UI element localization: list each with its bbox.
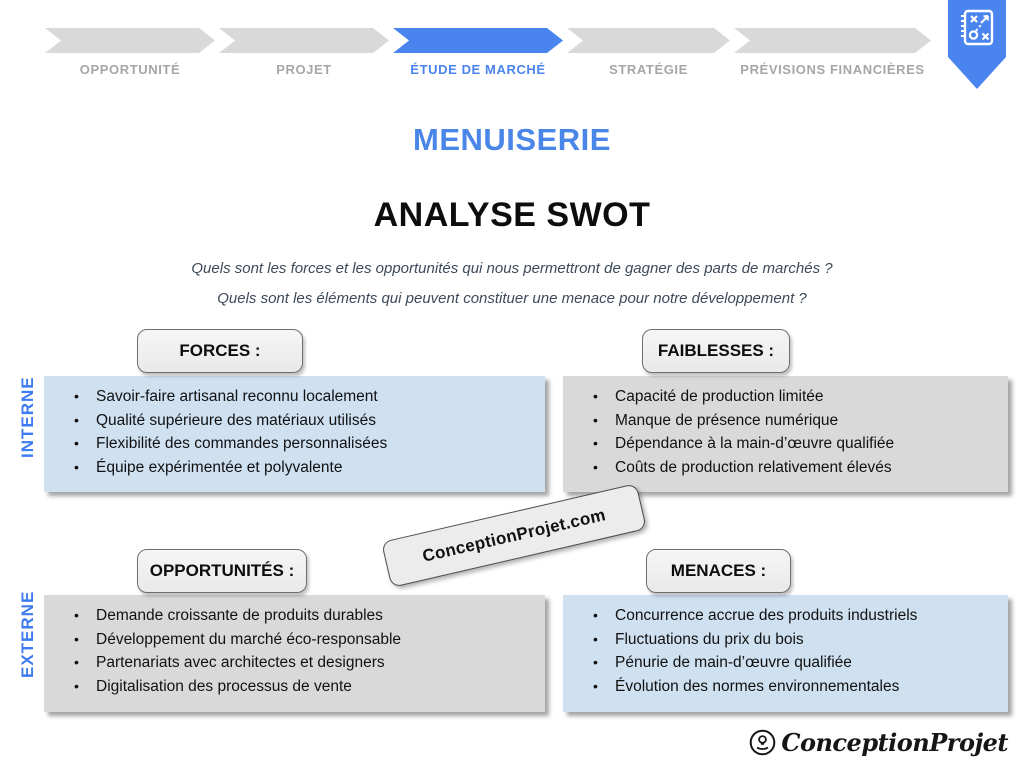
list-item-text: Développement du marché éco-responsable	[96, 630, 402, 648]
bullet-icon: •	[74, 654, 79, 670]
list-item-text: Flexibilité des commandes personnalisées	[96, 435, 388, 452]
bullet-icon: •	[74, 677, 79, 694]
bullet-icon: •	[593, 654, 598, 670]
step-opportunite[interactable]: OPPORTUNITÉ	[45, 28, 215, 77]
list-item: • Savoir-faire artisanal reconnu localeme…	[74, 385, 535, 409]
chevron-arrow	[219, 28, 389, 53]
list-item: • Dépendance à la main-d’œuvre qualifiée	[593, 432, 998, 456]
bullet-icon: •	[74, 458, 79, 475]
forces-list: • Savoir-faire artisanal reconnu localeme…	[74, 385, 535, 479]
list-item-text: Manque de présence numérique	[615, 411, 839, 429]
step-strategie[interactable]: STRATÉGIE	[567, 28, 730, 77]
page-title: ANALYSE SWOT	[373, 196, 651, 234]
bullet-icon: •	[74, 630, 79, 647]
axis-label-interne: INTERNE	[18, 376, 37, 458]
faiblesses-title-box: FAIBLESSES :	[642, 329, 790, 373]
list-item: • Flexibilité des commandes personnalisée…	[74, 432, 535, 456]
chevron-arrow	[393, 28, 563, 53]
list-item: • Pénurie de main-d’œuvre qualifiée	[593, 651, 998, 675]
strategy-plan-icon	[961, 9, 994, 46]
chevron-arrow	[45, 28, 215, 53]
bullet-icon: •	[593, 607, 598, 623]
watermark-banner: ConceptionProjet.com	[381, 483, 647, 588]
menaces-panel: • Concurrence accrue des produits industr…	[563, 595, 1008, 712]
list-item: • Fluctuations du prix du bois	[593, 628, 998, 652]
bullet-icon: •	[593, 677, 598, 694]
axis-label-externe: EXTERNE	[18, 590, 37, 678]
menaces-title-box: MENACES :	[646, 549, 791, 593]
bullet-icon: •	[593, 435, 598, 451]
list-item: • Manque de présence numérique	[593, 409, 998, 433]
list-item-text: Partenariats avec architectes et designe…	[96, 654, 385, 671]
step-projet[interactable]: PROJET	[219, 28, 389, 77]
list-item-text: Qualité supérieure des matériaux utilisé…	[96, 411, 376, 429]
bullet-icon: •	[593, 458, 598, 475]
opportunites-list: • Demande croissante de produits durables…	[74, 604, 535, 698]
menaces-list: • Concurrence accrue des produits industr…	[593, 604, 998, 698]
lightbulb-hand-icon	[750, 729, 776, 756]
forces-title-box: FORCES :	[137, 329, 303, 373]
list-item: • Développement du marché éco-responsable	[74, 628, 535, 652]
list-item-text: Dépendance à la main-d’œuvre qualifiée	[615, 435, 895, 452]
list-item-text: Pénurie de main-d’œuvre qualifiée	[615, 654, 852, 671]
bullet-icon: •	[74, 607, 79, 623]
list-item: • Digitalisation des processus de vente	[74, 675, 535, 699]
step-label: ÉTUDE DE MARCHÉ	[410, 62, 546, 77]
list-item-text: Digitalisation des processus de vente	[96, 677, 352, 695]
question-line-2: Quels sont les éléments qui peuvent cons…	[217, 290, 807, 307]
step-label: PROJET	[276, 62, 332, 77]
step-label: PRÉVISIONS FINANCIÈRES	[740, 62, 925, 77]
list-item: • Qualité supérieure des matériaux utilis…	[74, 409, 535, 433]
step-previsions-financieres[interactable]: PRÉVISIONS FINANCIÈRES	[734, 28, 931, 77]
opportunites-title-box: OPPORTUNITÉS :	[137, 549, 307, 593]
forces-panel: • Savoir-faire artisanal reconnu localeme…	[44, 376, 545, 492]
bullet-icon: •	[74, 411, 79, 428]
list-item: • Coûts de production relativement élevés	[593, 456, 998, 480]
step-label: OPPORTUNITÉ	[79, 62, 181, 77]
list-item-text: Demande croissante de produits durables	[96, 607, 383, 624]
bullet-icon: •	[593, 411, 598, 428]
list-item-text: Équipe expérimentée et polyvalente	[96, 458, 343, 476]
list-item: • Partenariats avec architectes et design…	[74, 651, 535, 675]
faiblesses-list: • Capacité de production limitée • Manque …	[593, 385, 998, 479]
sector-title: MENUISERIE	[413, 122, 611, 157]
list-item-text: Fluctuations du prix du bois	[615, 630, 804, 648]
process-bar: OPPORTUNITÉ PROJET ÉTUDE DE MARCHÉ STRAT…	[45, 28, 931, 77]
list-item-text: Coûts de production relativement élevés	[615, 458, 892, 476]
question-line-1: Quels sont les forces et les opportunité…	[191, 260, 833, 277]
opportunites-panel: • Demande croissante de produits durables…	[44, 595, 545, 712]
list-item-text: Capacité de production limitée	[615, 388, 824, 405]
list-item-text: Concurrence accrue des produits industri…	[615, 607, 918, 624]
bullet-icon: •	[74, 435, 79, 451]
ribbon-badge	[948, 0, 1006, 89]
list-item: • Demande croissante de produits durables	[74, 604, 535, 628]
list-item-text: Évolution des normes environnementales	[615, 677, 900, 695]
list-item: • Capacité de production limitée	[593, 385, 998, 409]
list-item: • Évolution des normes environnementales	[593, 675, 998, 699]
list-item: • Concurrence accrue des produits industr…	[593, 604, 998, 628]
list-item: • Équipe expérimentée et polyvalente	[74, 456, 535, 480]
step-label: STRATÉGIE	[609, 62, 688, 77]
chevron-arrow	[567, 28, 730, 53]
bullet-icon: •	[593, 630, 598, 647]
list-item-text: Savoir-faire artisanal reconnu localemen…	[96, 388, 378, 405]
bullet-icon: •	[74, 388, 79, 404]
footer-logo-text: ConceptionProjet	[781, 728, 1008, 757]
chevron-arrow	[734, 28, 931, 53]
faiblesses-panel: • Capacité de production limitée • Manque …	[563, 376, 1008, 492]
step-etude-de-marche[interactable]: ÉTUDE DE MARCHÉ	[393, 28, 563, 77]
bullet-icon: •	[593, 388, 598, 404]
footer-logo: ConceptionProjet	[749, 728, 1008, 757]
